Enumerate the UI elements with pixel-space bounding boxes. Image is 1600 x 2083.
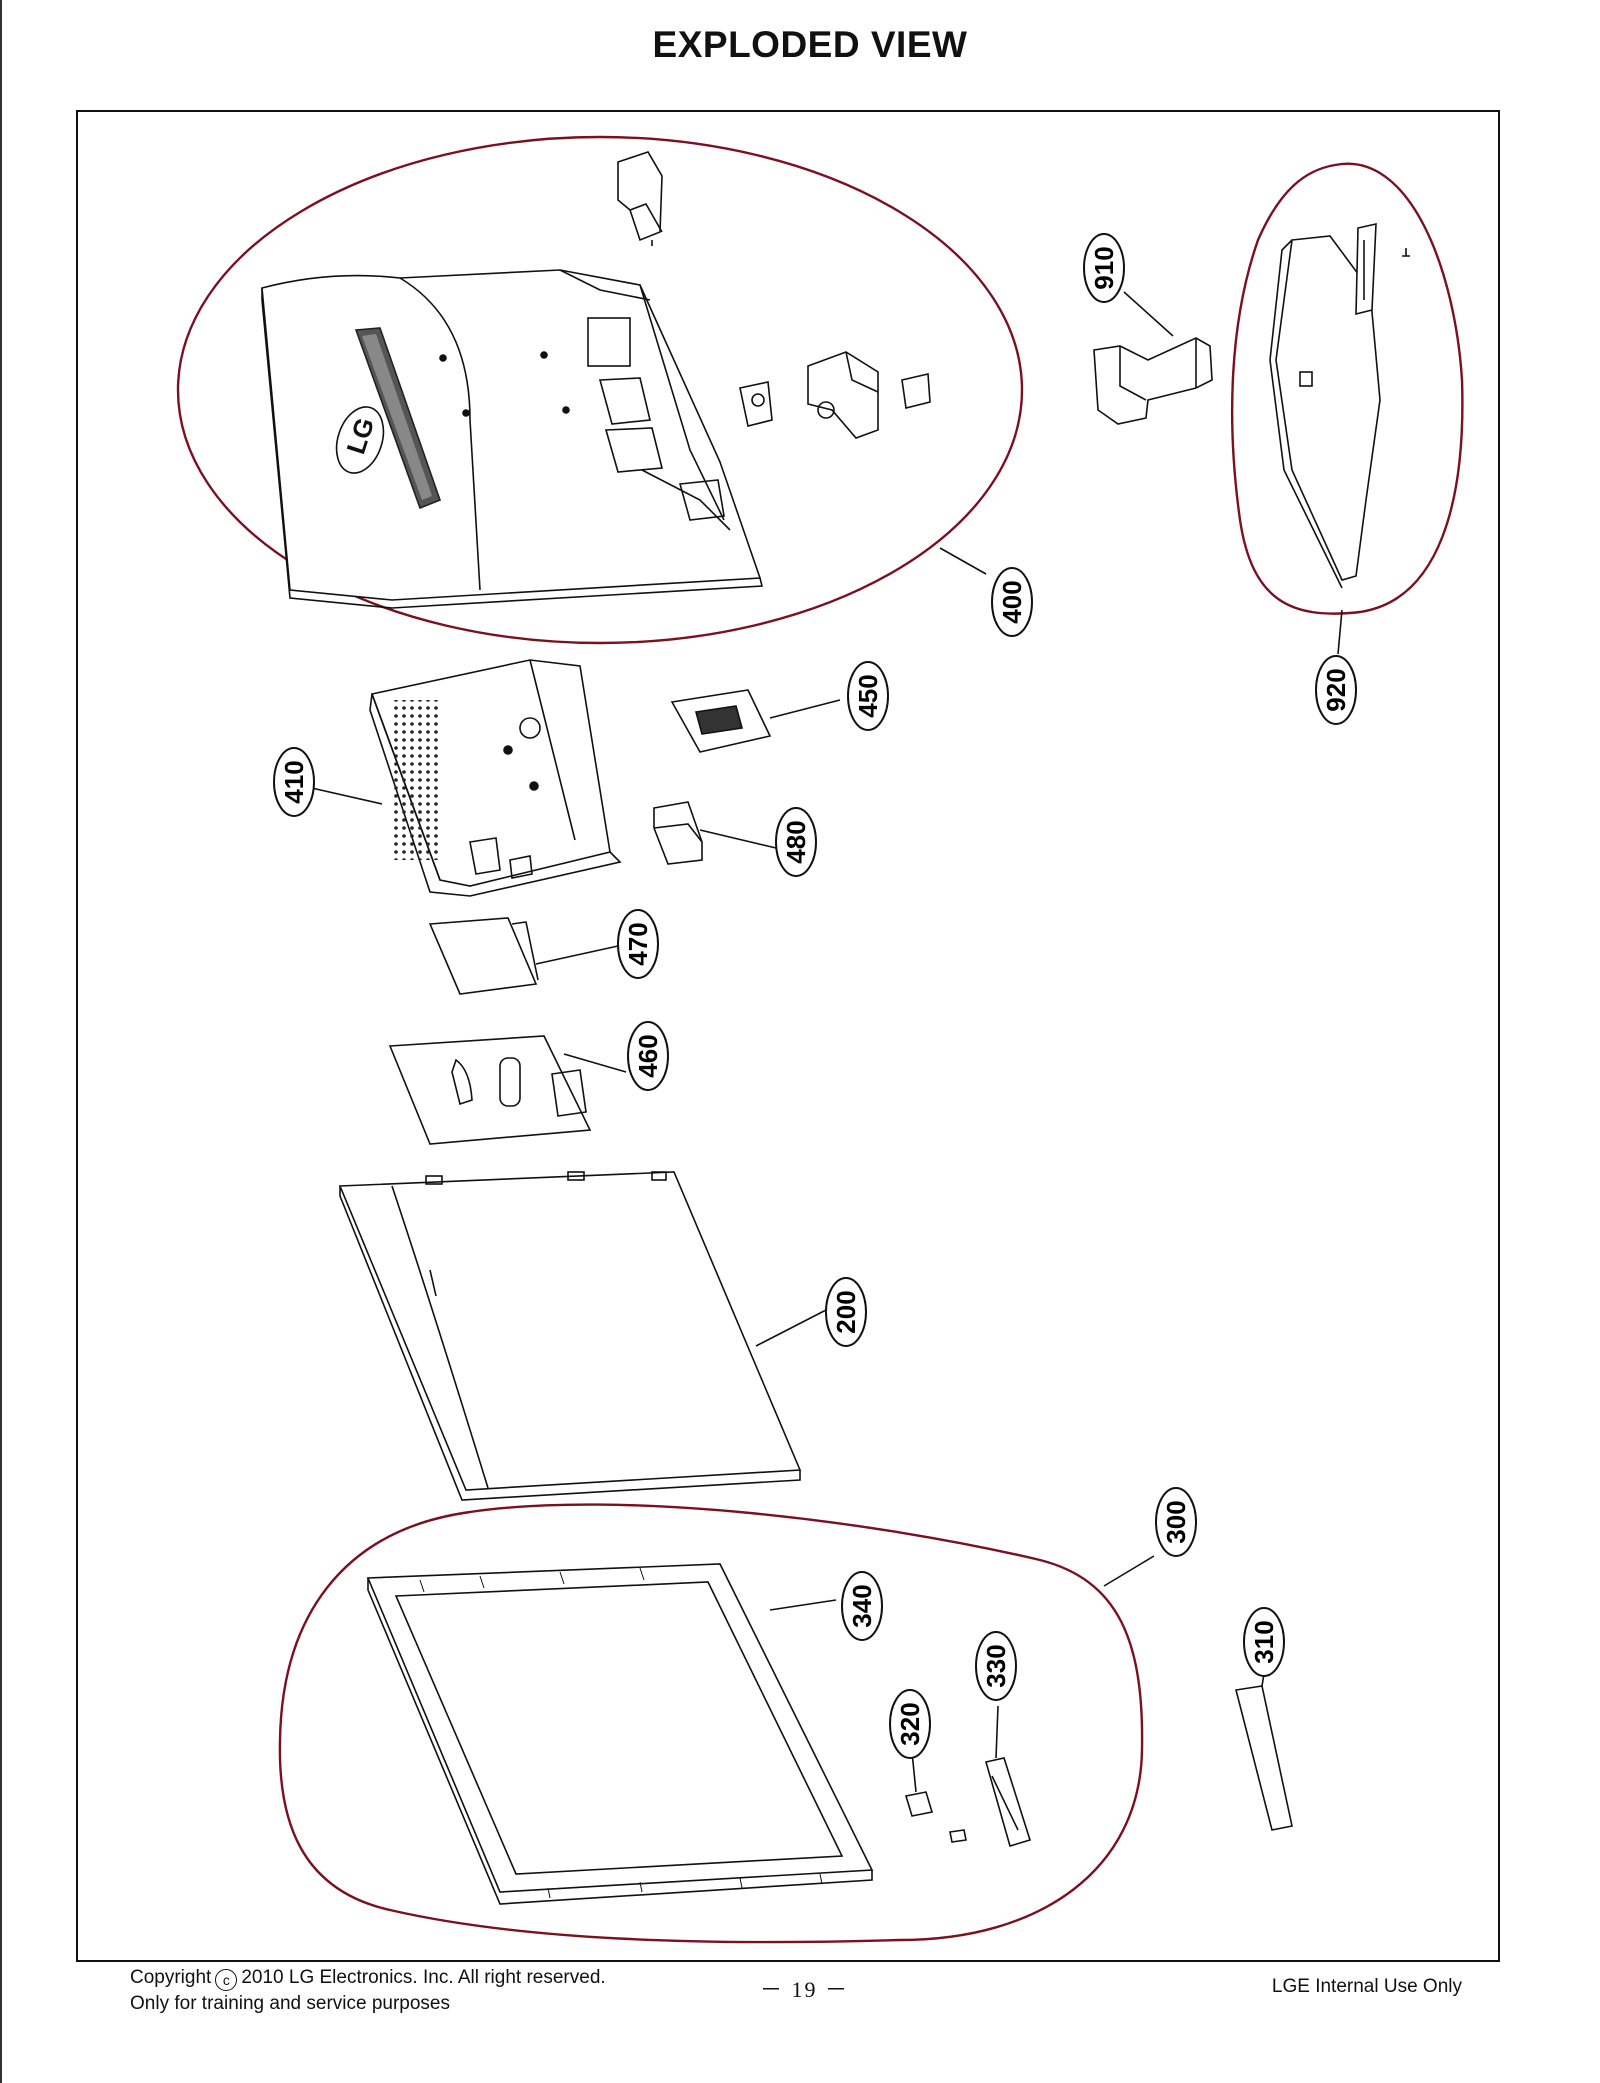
part-stand-body bbox=[1093, 337, 1213, 425]
group-outline-400 bbox=[176, 135, 1024, 645]
copyright-symbol: c bbox=[215, 1969, 238, 1991]
part-480 bbox=[653, 801, 703, 865]
label-410: 410 bbox=[279, 760, 309, 803]
label-920: 920 bbox=[1321, 668, 1351, 711]
callout-460: 460 bbox=[627, 1021, 669, 1091]
callout-480: 480 bbox=[775, 807, 817, 877]
label-470: 470 bbox=[623, 922, 653, 965]
page-title: EXPLODED VIEW bbox=[652, 24, 968, 65]
label-480: 480 bbox=[781, 820, 811, 863]
part-hinge-top bbox=[617, 151, 663, 246]
part-lcd-panel-200 bbox=[338, 1171, 802, 1501]
training-note: Only for training and service purposes bbox=[130, 1993, 450, 2014]
copyright-text: 2010 LG Electronics. Inc. All right rese… bbox=[241, 1967, 606, 1988]
part-board-460 bbox=[388, 1035, 592, 1145]
callout-450: 450 bbox=[847, 661, 889, 731]
part-320 bbox=[904, 1791, 967, 1843]
label-320: 320 bbox=[895, 1702, 925, 1745]
group-outline-920 bbox=[1230, 162, 1464, 615]
callout-310: 310 bbox=[1243, 1607, 1285, 1677]
label-300: 300 bbox=[1161, 1500, 1191, 1543]
copyright-prefix: Copyright bbox=[130, 1967, 212, 1988]
part-bracket-450 bbox=[670, 689, 772, 753]
label-330: 330 bbox=[981, 1644, 1011, 1687]
internal-use-note: LGE Internal Use Only bbox=[1271, 1976, 1462, 1997]
callout-910: 910 bbox=[1083, 233, 1125, 303]
page-number: － 19 － bbox=[760, 1977, 850, 2002]
diagram-frame bbox=[76, 110, 1500, 1962]
callout-330: 330 bbox=[975, 1631, 1017, 1701]
part-back-cover bbox=[261, 269, 764, 609]
callout-470: 470 bbox=[617, 909, 659, 979]
page-left-edge bbox=[0, 0, 2, 2083]
part-clip-small bbox=[739, 381, 773, 427]
label-340: 340 bbox=[847, 1584, 877, 1627]
callout-920: 920 bbox=[1315, 655, 1357, 725]
callout-340: 340 bbox=[841, 1571, 883, 1641]
part-stand-base bbox=[1269, 222, 1410, 589]
label-200: 200 bbox=[831, 1290, 861, 1333]
label-460: 460 bbox=[633, 1034, 663, 1077]
callout-410: 410 bbox=[273, 747, 315, 817]
callout-320: 320 bbox=[889, 1689, 931, 1759]
label-310: 310 bbox=[1249, 1620, 1279, 1663]
part-board-470 bbox=[428, 917, 539, 995]
group-outline-300 bbox=[278, 1503, 1144, 1944]
label-910: 910 bbox=[1089, 246, 1119, 289]
label-400: 400 bbox=[997, 580, 1027, 623]
part-front-cabinet-340 bbox=[366, 1563, 874, 1905]
part-hinge-clip bbox=[901, 373, 931, 409]
callout-200: 200 bbox=[825, 1277, 867, 1347]
part-hinge-body bbox=[807, 351, 879, 439]
callout-300: 300 bbox=[1155, 1487, 1197, 1557]
part-main-shield bbox=[369, 659, 622, 897]
label-450: 450 bbox=[853, 674, 883, 717]
callout-400: 400 bbox=[991, 567, 1033, 637]
part-330 bbox=[984, 1757, 1032, 1847]
part-310 bbox=[1235, 1685, 1293, 1831]
